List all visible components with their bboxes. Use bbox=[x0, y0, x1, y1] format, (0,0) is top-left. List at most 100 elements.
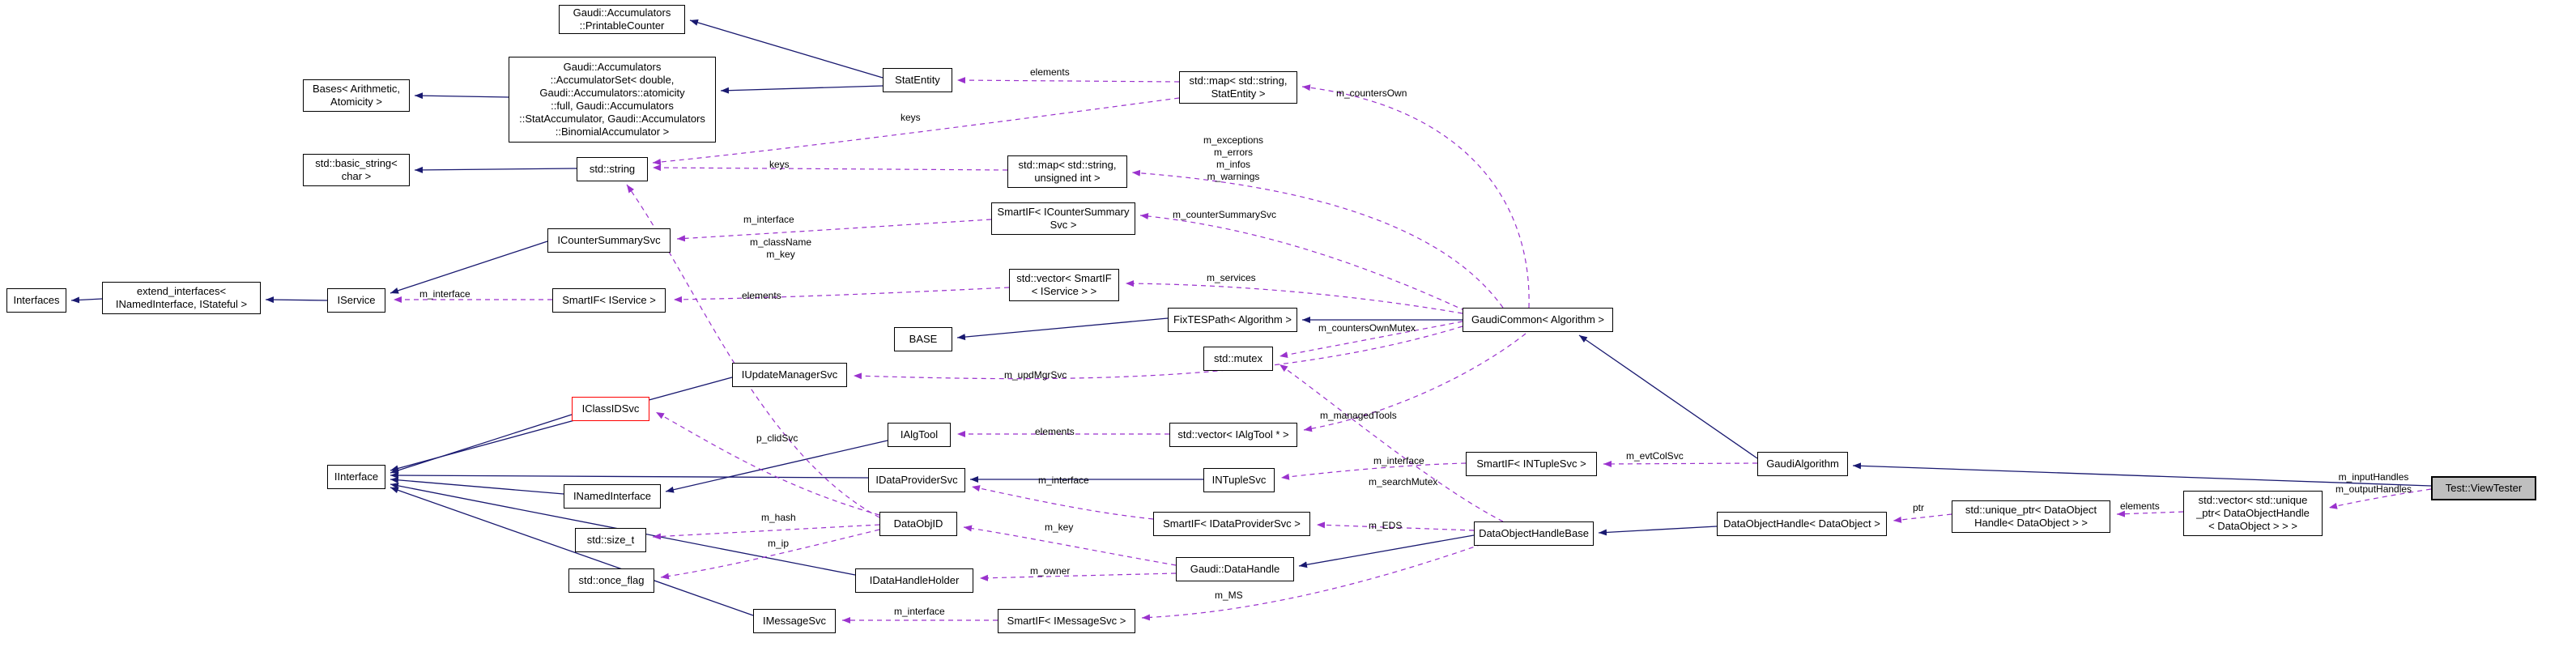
node-vector-ialgtool[interactable]: std::vector< IAlgTool * > bbox=[1169, 423, 1297, 447]
edge-label-m-hash: m_hash bbox=[761, 512, 796, 523]
usage-edge bbox=[971, 485, 1154, 520]
node-stat-entity[interactable]: StatEntity bbox=[883, 68, 952, 92]
node-vector-smartif-iservice[interactable]: std::vector< SmartIF < IService > > bbox=[1009, 269, 1119, 301]
edge-label-m-interface: m_interface bbox=[743, 214, 794, 225]
node-test-viewtester: Test::ViewTester bbox=[2431, 476, 2536, 500]
node-smartif-imessagesvc[interactable]: SmartIF< IMessageSvc > bbox=[998, 609, 1135, 633]
edge-label-m-classname-m-key: m_className m_key bbox=[750, 236, 812, 260]
node-base[interactable]: BASE bbox=[894, 327, 952, 351]
node-std-once-flag[interactable]: std::once_flag bbox=[568, 568, 654, 593]
node-dataobjecthandle-dataobject[interactable]: DataObjectHandle< DataObject > bbox=[1717, 512, 1887, 536]
usage-edge bbox=[676, 219, 992, 242]
node-iclassidsvc[interactable]: IClassIDSvc bbox=[572, 397, 649, 421]
usage-edge bbox=[1279, 364, 1504, 522]
node-vector-unique-ptr[interactable]: std::vector< std::unique _ptr< DataObjec… bbox=[2183, 491, 2323, 536]
inheritance-edge bbox=[390, 240, 548, 294]
node-inamedinterface[interactable]: INamedInterface bbox=[564, 484, 661, 509]
usage-edge bbox=[660, 529, 880, 580]
node-map-string-statentity[interactable]: std::map< std::string, StatEntity > bbox=[1179, 71, 1297, 104]
usage-edge bbox=[652, 164, 1008, 172]
node-iinterface[interactable]: IInterface bbox=[327, 465, 385, 489]
node-map-string-uint[interactable]: std::map< std::string, unsigned int > bbox=[1007, 155, 1127, 188]
node-gaudicommon-algorithm[interactable]: GaudiCommon< Algorithm > bbox=[1463, 308, 1613, 332]
node-smartif-intuplesvc[interactable]: SmartIF< INTupleSvc > bbox=[1466, 452, 1597, 476]
node-idataprovidersvc[interactable]: IDataProviderSvc bbox=[868, 468, 965, 492]
edge-label-m-interface: m_interface bbox=[894, 606, 945, 617]
node-iupdatemanagersvc[interactable]: IUpdateManagerSvc bbox=[732, 363, 847, 387]
node-printable-counter[interactable]: Gaudi::Accumulators ::PrintableCounter bbox=[559, 5, 685, 34]
usage-edge bbox=[655, 411, 880, 516]
usage-edge bbox=[652, 524, 880, 540]
edge-label-elements: elements bbox=[1035, 426, 1075, 437]
inheritance-edge bbox=[1578, 334, 1758, 459]
inheritance-edge bbox=[956, 317, 1169, 341]
inheritance-edge bbox=[390, 476, 564, 495]
node-gaudi-datahandle[interactable]: Gaudi::DataHandle bbox=[1176, 557, 1294, 581]
edge-label-m-managed-tools: m_managedTools bbox=[1320, 410, 1397, 421]
inheritance-edge bbox=[390, 414, 573, 474]
node-smartif-idataprovidersvc[interactable]: SmartIF< IDataProviderSvc > bbox=[1153, 512, 1310, 536]
inheritance-edge bbox=[720, 85, 884, 94]
edge-label-m-ip: m_ip bbox=[768, 538, 790, 549]
usage-edge bbox=[1131, 169, 1504, 309]
node-extend-interfaces[interactable]: extend_interfaces< INamedInterface, ISta… bbox=[102, 282, 261, 314]
edge-label-m-owner: m_owner bbox=[1030, 565, 1071, 577]
usage-edge bbox=[1603, 460, 1758, 467]
node-accumulator-set[interactable]: Gaudi::Accumulators ::AccumulatorSet< do… bbox=[509, 57, 716, 143]
node-std-string[interactable]: std::string bbox=[577, 157, 648, 181]
inheritance-edge bbox=[414, 92, 509, 100]
node-iservice[interactable]: IService bbox=[327, 288, 385, 313]
usage-edge bbox=[1139, 213, 1467, 312]
usage-edge bbox=[956, 77, 1180, 84]
edge-label-ptr: ptr bbox=[1913, 502, 1925, 513]
node-gaudialgorithm[interactable]: GaudiAlgorithm bbox=[1757, 452, 1848, 476]
inheritance-edge bbox=[70, 296, 103, 304]
node-unique-ptr-dataobjecthandle[interactable]: std::unique_ptr< DataObject Handle< Data… bbox=[1952, 500, 2110, 533]
edge-label-m-counters-own-mutex: m_countersOwnMutex bbox=[1318, 322, 1416, 334]
edge-label-keys: keys bbox=[901, 112, 921, 123]
inheritance-edge bbox=[665, 440, 888, 493]
usage-edge bbox=[1893, 513, 1952, 523]
edge-label-m-evt-col-svc: m_evtColSvc bbox=[1626, 450, 1684, 462]
edge-label-m-services: m_services bbox=[1207, 272, 1256, 283]
node-intuplesvc[interactable]: INTupleSvc bbox=[1203, 468, 1275, 492]
edge-label-m-key: m_key bbox=[1045, 521, 1074, 533]
node-smartif-iservice[interactable]: SmartIF< IService > bbox=[552, 288, 666, 313]
node-imessagesvc[interactable]: IMessageSvc bbox=[753, 609, 836, 633]
node-std-size-t[interactable]: std::size_t bbox=[575, 528, 646, 552]
node-std-mutex[interactable]: std::mutex bbox=[1203, 347, 1273, 371]
edge-label-m-counter-summary-svc: m_counterSummarySvc bbox=[1173, 209, 1277, 220]
edge-label-elements: elements bbox=[742, 290, 781, 301]
edge-label-m-interface: m_interface bbox=[1038, 475, 1089, 486]
edge-label-m-ms: m_MS bbox=[1215, 590, 1243, 601]
usage-edge bbox=[652, 97, 1180, 166]
node-smartif-icountersummarysvc[interactable]: SmartIF< ICounterSummary Svc > bbox=[991, 202, 1135, 235]
node-fixtespath-algorithm[interactable]: FixTESPath< Algorithm > bbox=[1168, 308, 1297, 332]
inheritance-edge bbox=[689, 19, 884, 79]
node-dataobjecthandlebase[interactable]: DataObjectHandleBase bbox=[1474, 521, 1594, 546]
edge-label-m-search-mutex: m_searchMutex bbox=[1369, 476, 1438, 487]
edge-label-elements: elements bbox=[2120, 500, 2160, 512]
usage-edge bbox=[1301, 84, 1530, 309]
inheritance-edge bbox=[390, 377, 733, 472]
node-basic-string[interactable]: std::basic_string< char > bbox=[303, 154, 410, 186]
node-icountersummarysvc[interactable]: ICounterSummarySvc bbox=[547, 228, 671, 253]
node-dataobjid[interactable]: DataObjID bbox=[879, 512, 957, 536]
usage-edge bbox=[673, 287, 1010, 303]
edge-label-m-counters-own: m_countersOwn bbox=[1336, 87, 1407, 99]
edge-label-elements: elements bbox=[1030, 66, 1070, 78]
node-ialgtool[interactable]: IAlgTool bbox=[888, 423, 951, 447]
node-interfaces[interactable]: Interfaces bbox=[6, 288, 66, 313]
edge-label-p-clid-svc: p_clidSvc bbox=[756, 432, 798, 444]
inheritance-edge bbox=[414, 166, 577, 173]
edge-label-m-exceptions-block: m_exceptions m_errors m_infos m_warnings bbox=[1203, 134, 1264, 182]
node-bases-arithmetic-atomicity[interactable]: Bases< Arithmetic, Atomicity > bbox=[303, 79, 410, 112]
edge-label-m-interface: m_interface bbox=[1373, 455, 1424, 466]
edge-label-m-io-handles: m_inputHandles m_outputHandles bbox=[2335, 471, 2412, 495]
edge-label-m-interface: m_interface bbox=[419, 288, 470, 300]
usage-edge bbox=[979, 573, 1177, 581]
inheritance-edge bbox=[1298, 534, 1475, 568]
edge-label-m-eds: m_EDS bbox=[1369, 520, 1403, 531]
node-idatahandleholder[interactable]: IDataHandleHolder bbox=[855, 568, 973, 593]
